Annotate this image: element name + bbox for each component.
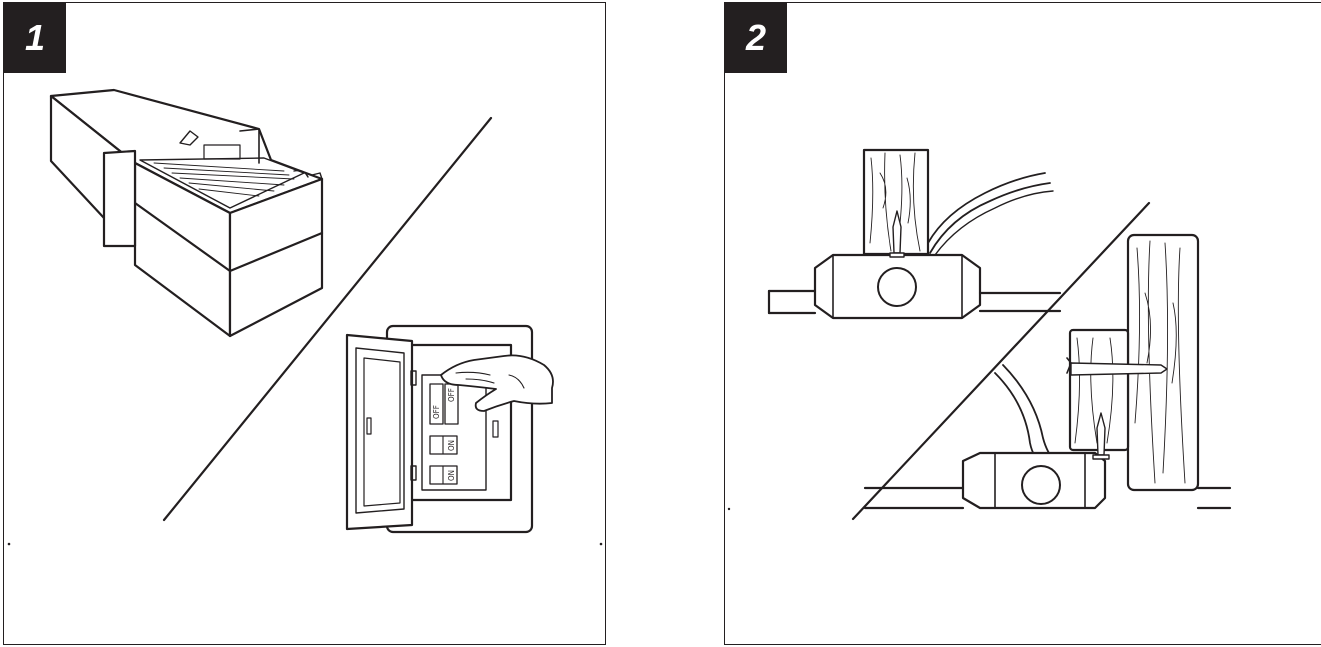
side-mount-box-drawing xyxy=(863,233,1232,510)
breaker-label-4: ON xyxy=(447,470,456,481)
breaker-label-1: OFF xyxy=(432,405,441,419)
step-number-badge: 2 xyxy=(725,3,787,73)
divider-line xyxy=(162,116,493,522)
step-2-illustration xyxy=(727,148,1232,521)
step-number-badge: 1 xyxy=(4,3,66,73)
ceiling-box-on-joist-drawing xyxy=(767,148,1062,320)
breaker-label-2: OFF xyxy=(447,388,456,402)
step-1-panel: OFF OFF ON ON 1 xyxy=(3,2,606,645)
breaker-panel-drawing xyxy=(345,324,554,534)
fixture-box-drawing xyxy=(49,88,324,338)
step-2-panel: 2 xyxy=(724,2,1321,645)
breaker-label-3: ON xyxy=(447,440,456,451)
step-1-illustration: OFF OFF ON ON xyxy=(7,88,603,546)
divider-line xyxy=(851,201,1151,521)
